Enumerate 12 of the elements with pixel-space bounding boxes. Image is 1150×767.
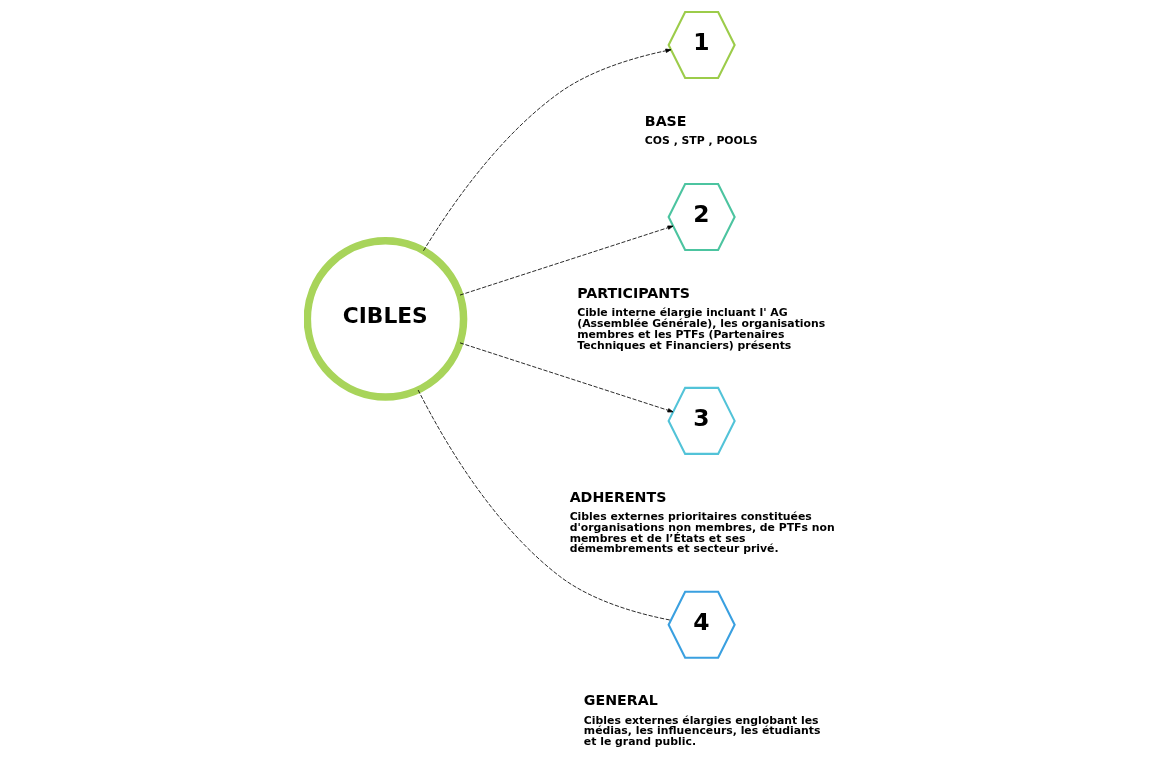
arrow: [459, 225, 673, 296]
node-label: GENERAL: [583, 692, 658, 709]
arrow: [459, 342, 673, 413]
node-circle: CIBLES: [303, 237, 467, 401]
node-label: BASE: [644, 112, 687, 129]
node-label: COS , STP , POOLS: [644, 133, 758, 147]
node-label: ADHERENTS: [569, 488, 666, 505]
node-label: PARTICIPANTS: [576, 284, 690, 301]
node-label: Cibles externes prioritaires constituées d'organisations non membres, de PTFs non membres et de l’États et ses démembrements et secteur privé.: [569, 509, 835, 556]
connector: [417, 389, 671, 621]
node-label: Cibles externes élargies englobant les médias, les influenceurs, les étudiants et le grand public.: [583, 713, 820, 749]
node-label: Cible interne élargie incluant l' AG (Assemblée Générale), les organisations membres et les PTFs (Partenaires Techniques et Financiers) présents: [576, 305, 825, 352]
